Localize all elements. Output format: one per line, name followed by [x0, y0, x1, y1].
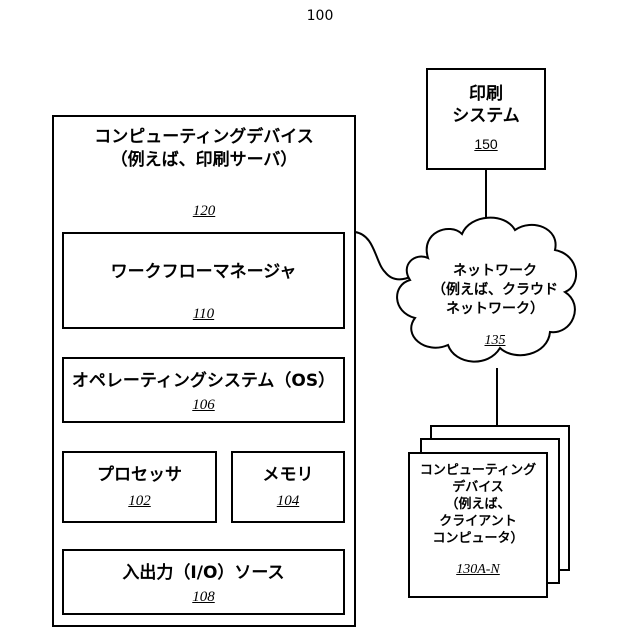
memory-box: メモリ 104 [231, 451, 345, 523]
print-system-subtitle: システム [428, 106, 544, 127]
workflow-manager-box: ワークフローマネージャ 110 [62, 232, 345, 329]
computing-device-title: コンピューティングデバイス [54, 127, 354, 148]
network-line-1: ネットワーク [410, 262, 580, 281]
io-source-label: 入出力（I/O）ソース [64, 563, 343, 584]
network-line-2: （例えば、クラウド [410, 281, 580, 300]
print-system-ref: 150 [428, 136, 544, 152]
operating-system-box: オペレーティングシステム（OS） 106 [62, 357, 345, 423]
operating-system-ref: 106 [64, 397, 343, 414]
client-device-card-front: コンピューティング デバイス （例えば、 クライアント コンピュータ） 130A… [408, 452, 548, 598]
processor-box: プロセッサ 102 [62, 451, 217, 523]
network-label: ネットワーク （例えば、クラウド ネットワーク） [410, 262, 580, 319]
client-device-line-1: コンピューティング [410, 462, 546, 479]
client-device-line-5: コンピュータ） [410, 530, 546, 547]
network-line-3: ネットワーク） [410, 300, 580, 319]
client-device-line-4: クライアント [410, 513, 546, 530]
io-source-box: 入出力（I/O）ソース 108 [62, 549, 345, 615]
client-device-line-3: （例えば、 [410, 496, 546, 513]
io-source-ref: 108 [64, 589, 343, 606]
client-device-ref: 130A-N [410, 562, 546, 578]
memory-label: メモリ [233, 465, 343, 486]
workflow-manager-label: ワークフローマネージャ [64, 262, 343, 283]
processor-label: プロセッサ [64, 465, 215, 486]
processor-ref: 102 [64, 493, 215, 510]
print-system-box: 印刷 システム 150 [426, 68, 546, 170]
memory-ref: 104 [233, 493, 343, 510]
computing-device-subtitle: （例えば、印刷サーバ） [54, 150, 354, 171]
workflow-manager-ref: 110 [64, 306, 343, 323]
network-ref: 135 [410, 333, 580, 349]
figure-number: 100 [300, 8, 340, 24]
operating-system-label: オペレーティングシステム（OS） [64, 371, 343, 392]
client-device-label: コンピューティング デバイス （例えば、 クライアント コンピュータ） [410, 462, 546, 547]
computing-device-ref: 120 [54, 203, 354, 220]
print-system-title: 印刷 [428, 84, 544, 105]
client-device-line-2: デバイス [410, 479, 546, 496]
